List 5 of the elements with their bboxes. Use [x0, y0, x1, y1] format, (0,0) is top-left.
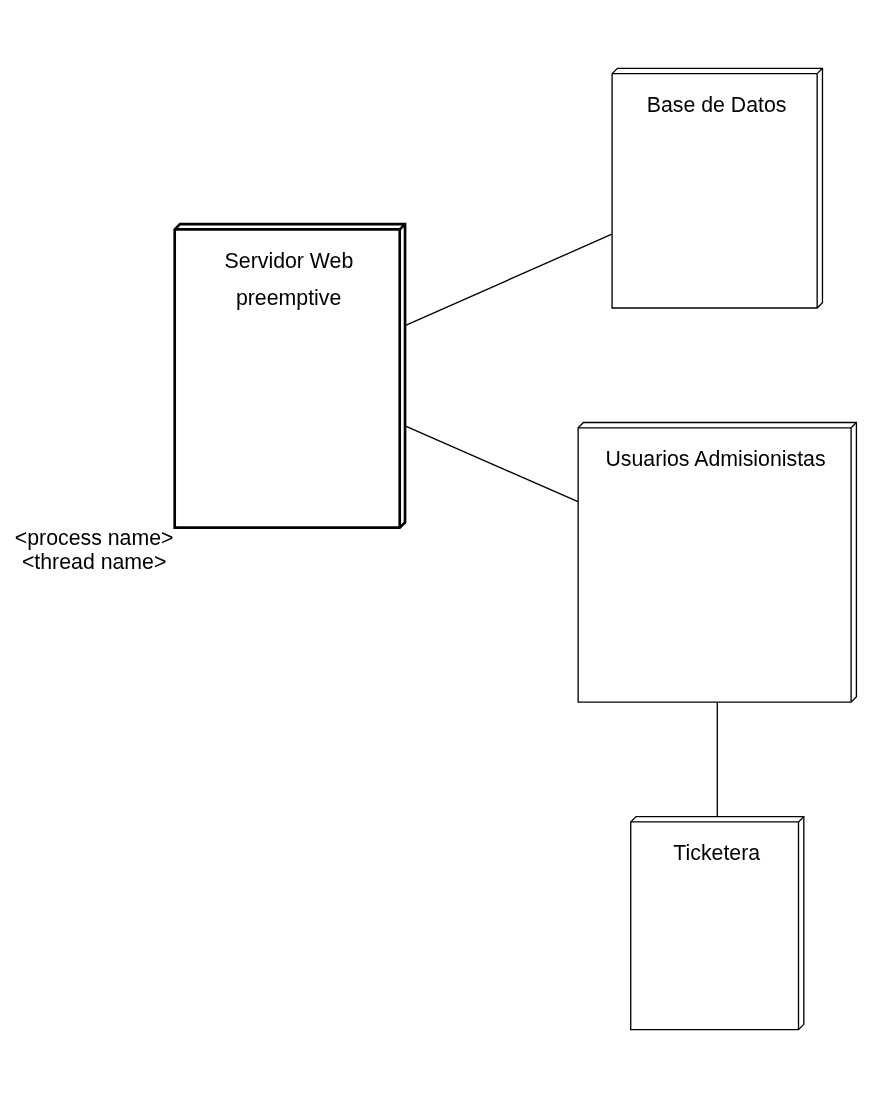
connector: [716, 701, 718, 817]
node-label: <thread name>: [21, 549, 167, 574]
connector: [404, 424, 579, 502]
node-label: <process name>: [14, 525, 174, 550]
connector: [404, 233, 613, 326]
